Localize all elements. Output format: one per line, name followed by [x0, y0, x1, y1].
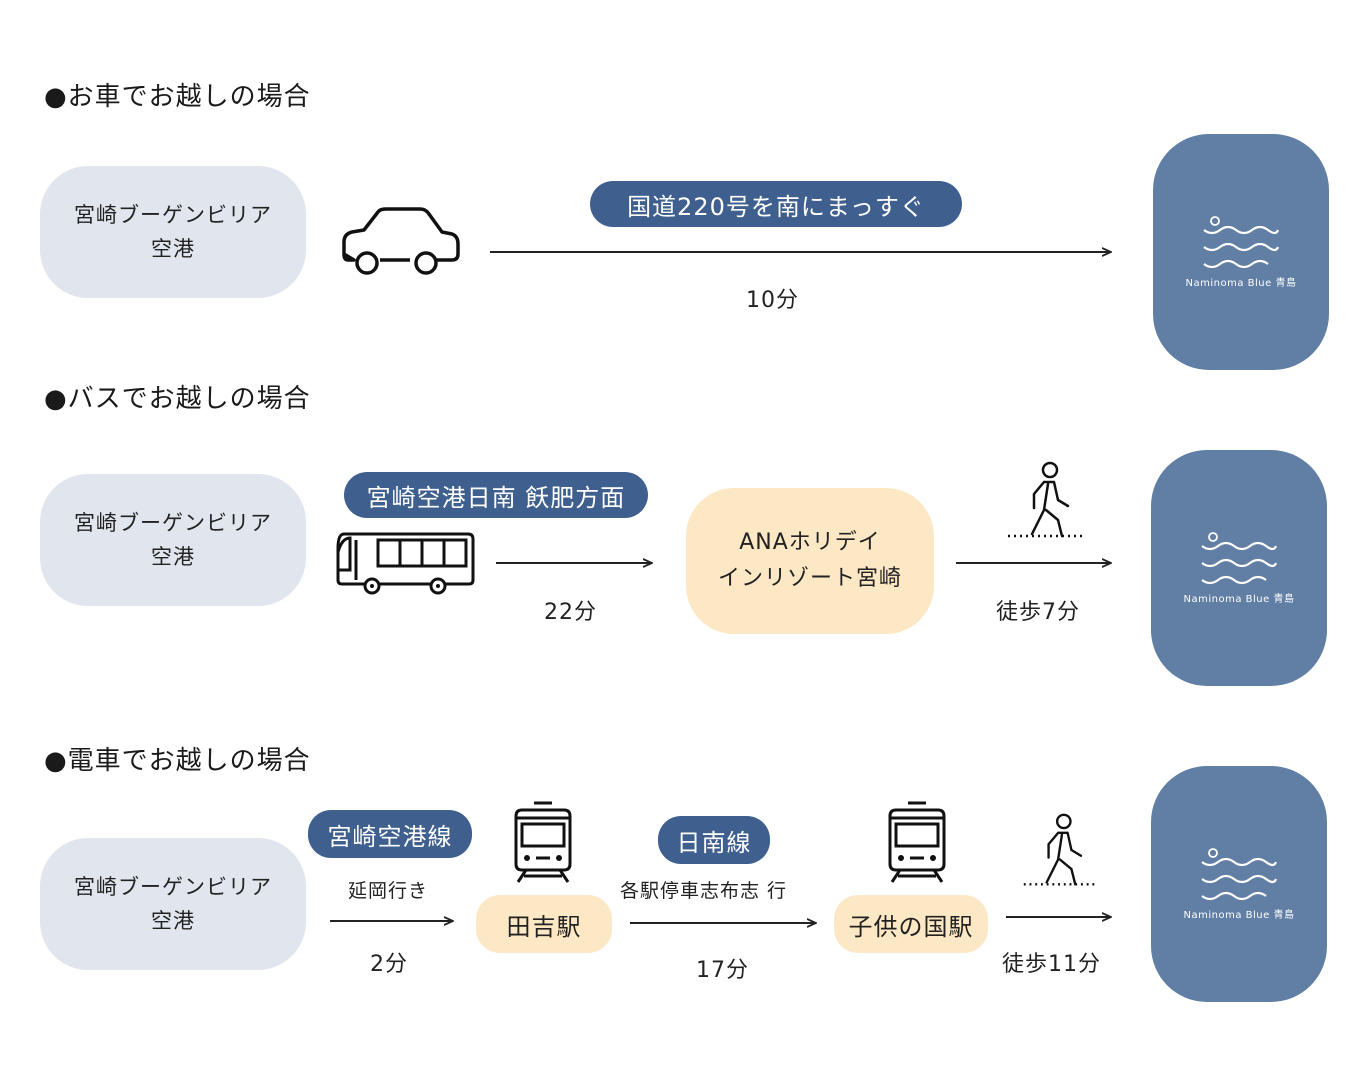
- destination-logo-text: Naminoma Blue 青島: [1183, 909, 1295, 921]
- bus-destination-logo: Naminoma Blue 青島: [1151, 450, 1327, 686]
- train-section-heading: ●電車でお越しの場合: [44, 746, 311, 776]
- car-duration: 10分: [746, 288, 799, 313]
- train-icon: [512, 800, 574, 884]
- car-origin-name: 宮崎ブーゲンビリア: [74, 203, 272, 227]
- train-line1-pill: 宮崎空港線: [308, 810, 472, 858]
- bus-stop-hotel: ANAホリデイ インリゾート宮崎: [686, 488, 934, 634]
- bus-icon: [334, 530, 476, 596]
- train-line2-duration: 17分: [696, 958, 749, 983]
- bus-route-pill: 宮崎空港日南 飫肥方面: [344, 472, 648, 518]
- train-line2-direction: 各駅停車志布志 行: [620, 880, 788, 902]
- train-destination-logo: Naminoma Blue 青島: [1151, 766, 1327, 1002]
- bus-section-heading: ●バスでお越しの場合: [44, 384, 311, 414]
- bus-origin-name: 宮崎ブーゲンビリア: [74, 511, 272, 535]
- train-line1-direction: 延岡行き: [348, 880, 429, 902]
- bus-walking-person-icon: [1004, 460, 1088, 540]
- bus-stop-name-suffix: インリゾート宮崎: [717, 566, 902, 591]
- train-line2-pill: 日南線: [658, 816, 770, 864]
- train-origin-name: 宮崎ブーゲンビリア: [74, 875, 272, 899]
- train-station2: 子供の国駅: [834, 895, 988, 953]
- train-station1: 田吉駅: [476, 895, 612, 953]
- train-origin-name-suffix: 空港: [151, 909, 195, 933]
- bus-origin-name-suffix: 空港: [151, 545, 195, 569]
- car-icon: [338, 206, 462, 276]
- train-line1-duration: 2分: [370, 952, 408, 977]
- car-origin-airport: 宮崎ブーゲンビリア 空港: [40, 166, 306, 298]
- bus-walk-duration: 徒歩7分: [996, 600, 1080, 625]
- bus-stop-name: ANAホリデイ: [739, 530, 881, 555]
- train-origin-airport: 宮崎ブーゲンビリア 空港: [40, 838, 306, 970]
- bus-origin-airport: 宮崎ブーゲンビリア 空港: [40, 474, 306, 606]
- train-walking-person-icon: [1020, 810, 1100, 890]
- wave-logo-icon: [1201, 847, 1278, 900]
- wave-logo-icon: [1201, 531, 1278, 584]
- train-icon: [886, 800, 948, 884]
- wave-logo-icon: [1203, 215, 1280, 268]
- car-destination-logo: Naminoma Blue 青島: [1153, 134, 1329, 370]
- car-origin-name-suffix: 空港: [151, 237, 195, 261]
- bus-duration: 22分: [544, 600, 597, 625]
- destination-logo-text: Naminoma Blue 青島: [1183, 593, 1295, 605]
- destination-logo-text: Naminoma Blue 青島: [1185, 277, 1297, 289]
- train-walk-duration: 徒歩11分: [1002, 952, 1101, 977]
- car-route-pill: 国道220号を南にまっすぐ: [590, 181, 962, 227]
- car-section-heading: ●お車でお越しの場合: [44, 82, 311, 112]
